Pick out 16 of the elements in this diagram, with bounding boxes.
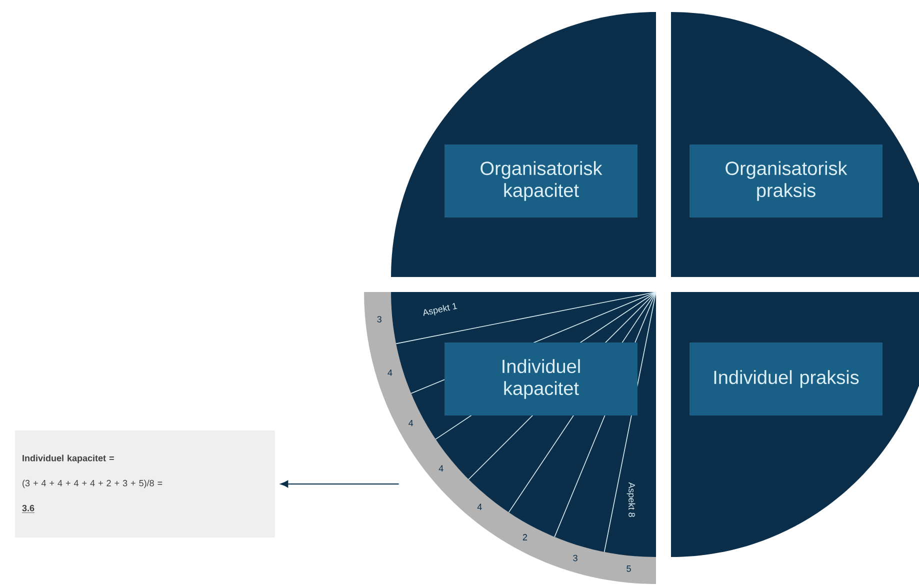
- aspect-label: Aspekt 8: [626, 482, 636, 517]
- label-box: Individuel praksis: [690, 342, 882, 416]
- formula-panel: Individuel kapacitet = (3 + 4 + 4 + 4 + 4 + 2 + 3 + 5)/8 = 3.6: [15, 430, 275, 538]
- label-box: Organisatorisk kapacitet: [444, 144, 638, 218]
- score-label: 3: [573, 554, 578, 562]
- score-label: 4: [408, 420, 414, 426]
- score-label: 4: [388, 370, 392, 376]
- score-label: 2: [522, 534, 527, 540]
- score-label: 4: [477, 504, 482, 510]
- label-box: Individuel kapacitet: [444, 342, 638, 416]
- score-label: 4: [438, 465, 444, 472]
- label-box: Organisatorisk praksis: [690, 144, 882, 218]
- score-label: 5: [626, 566, 631, 572]
- aspect-label: Aspekt 1: [423, 302, 458, 316]
- arrow: [280, 480, 400, 488]
- score-label: 3: [377, 316, 382, 322]
